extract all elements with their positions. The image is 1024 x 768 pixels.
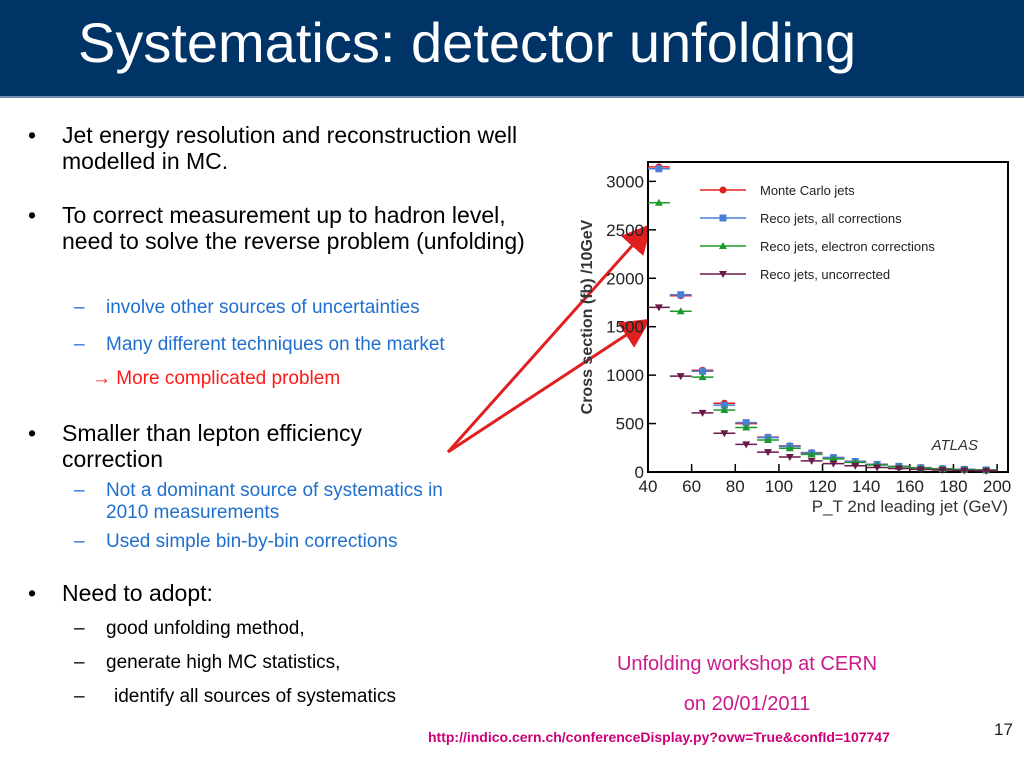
y-tick-label: 2500 <box>606 221 644 240</box>
x-tick-label: 40 <box>639 477 658 496</box>
title-bar: Systematics: detector unfolding <box>0 0 1024 98</box>
x-tick-label: 160 <box>896 477 924 496</box>
data-point <box>807 450 816 458</box>
bullet-text: To correct measurement up to hadron leve… <box>62 202 525 254</box>
legend-label: Monte Carlo jets <box>760 183 855 198</box>
bullet-marker: • <box>28 580 37 606</box>
x-tick-label: 180 <box>939 477 967 496</box>
bullet-marker: • <box>28 202 37 228</box>
legend-label: Reco jets, electron corrections <box>760 239 935 254</box>
data-point <box>698 409 707 417</box>
data-point <box>960 467 969 475</box>
data-point <box>764 436 772 444</box>
data-point <box>676 307 685 315</box>
data-point <box>938 466 947 474</box>
subbullet-text-line2: 2010 measurements <box>106 502 280 523</box>
subbullet-text: involve other sources of uncertainties <box>106 297 420 318</box>
subbullet-text-line1: Not a dominant source of systematics in <box>106 480 443 501</box>
subbullet-text: Used simple bin-by-bin corrections <box>106 531 398 552</box>
data-point <box>982 467 991 475</box>
data-point <box>742 419 750 427</box>
data-points <box>648 163 998 475</box>
x-tick-label: 120 <box>808 477 836 496</box>
y-tick-label: 1500 <box>606 318 644 337</box>
data-point <box>720 406 729 413</box>
data-point <box>676 373 685 381</box>
data-point <box>851 462 860 470</box>
data-point <box>654 304 663 312</box>
x-tick-label: 60 <box>682 477 701 496</box>
x-axis-ticks: 40 60 80 100 120 140 160 180 200 <box>639 464 1011 496</box>
x-tick-label: 100 <box>765 477 793 496</box>
bullet-marker: • <box>28 122 37 148</box>
legend-label: Reco jets, uncorrected <box>760 267 890 282</box>
data-point <box>785 444 794 452</box>
plot-frame <box>647 161 1009 473</box>
legend-marker <box>719 242 727 249</box>
atlas-label: ATLAS <box>931 437 978 454</box>
x-tick-label: 140 <box>852 477 880 496</box>
data-point <box>829 460 838 468</box>
dash-marker: – <box>74 480 85 501</box>
x-tick-label: 80 <box>726 477 745 496</box>
y-tick-label: 3000 <box>606 172 644 191</box>
more-complicated-note: → More complicated problem <box>92 368 341 389</box>
subbullet-text: good unfolding method, <box>106 618 305 639</box>
data-point <box>742 441 751 449</box>
data-point <box>807 457 816 465</box>
dash-marker: – <box>74 618 85 639</box>
data-point <box>655 165 663 173</box>
dash-marker: – <box>74 686 85 707</box>
slide-number: 17 <box>994 720 1013 739</box>
bullet-text: Jet energy resolution and reconstruction… <box>62 122 518 174</box>
conference-link[interactable]: http://indico.cern.ch/conferenceDisplay.… <box>428 729 890 745</box>
data-point <box>699 367 707 375</box>
data-point <box>720 401 728 409</box>
data-point <box>764 449 772 457</box>
slide-title: Systematics: detector unfolding <box>78 11 857 74</box>
workshop-line2: on 20/01/2011 <box>683 693 811 715</box>
x-tick-label: 200 <box>983 477 1011 496</box>
cross-section-plot: 0 500 1000 1500 2000 2500 3000 40 60 80 100 120 140… <box>579 161 1011 516</box>
bullet-text: Smaller than lepton efficiency correctio… <box>62 420 363 472</box>
y-axis-ticks: 0 500 1000 1500 2000 2500 3000 <box>606 172 656 482</box>
workshop-note: Unfolding workshop at CERN on 20/01/2011 <box>560 644 934 724</box>
data-point <box>677 291 685 299</box>
legend-marker <box>719 214 727 222</box>
legend-marker <box>719 186 727 194</box>
data-point <box>698 373 707 381</box>
dash-marker: – <box>74 297 85 318</box>
dash-marker: – <box>74 652 85 673</box>
legend-marker <box>719 271 727 278</box>
bullet-text: Need to adopt: <box>62 580 213 606</box>
data-point <box>894 465 903 473</box>
data-point <box>654 198 663 206</box>
workshop-line1: Unfolding workshop at CERN <box>616 653 878 675</box>
y-tick-label: 0 <box>635 463 644 482</box>
data-point <box>720 430 729 438</box>
x-axis-label: P_T 2nd leading jet (GeV) <box>812 497 1008 516</box>
y-tick-label: 500 <box>616 415 644 434</box>
y-axis-label: Cross section (fb) /10GeV <box>579 219 596 414</box>
legend-label: Reco jets, all corrections <box>760 211 902 226</box>
data-point <box>873 464 882 472</box>
subbullet-text: identify all sources of systematics <box>114 686 396 707</box>
data-point <box>829 454 838 462</box>
subbullet-text: generate high MC statistics, <box>106 652 341 673</box>
dash-marker: – <box>74 334 85 355</box>
data-point <box>742 423 751 431</box>
dash-marker: – <box>74 531 85 552</box>
y-tick-label: 1000 <box>606 366 644 385</box>
data-point <box>785 453 794 461</box>
subbullet-text: Many different techniques on the market <box>106 334 445 355</box>
bullet-marker: • <box>28 420 37 446</box>
y-tick-label: 2000 <box>606 269 644 288</box>
data-point <box>916 466 925 474</box>
